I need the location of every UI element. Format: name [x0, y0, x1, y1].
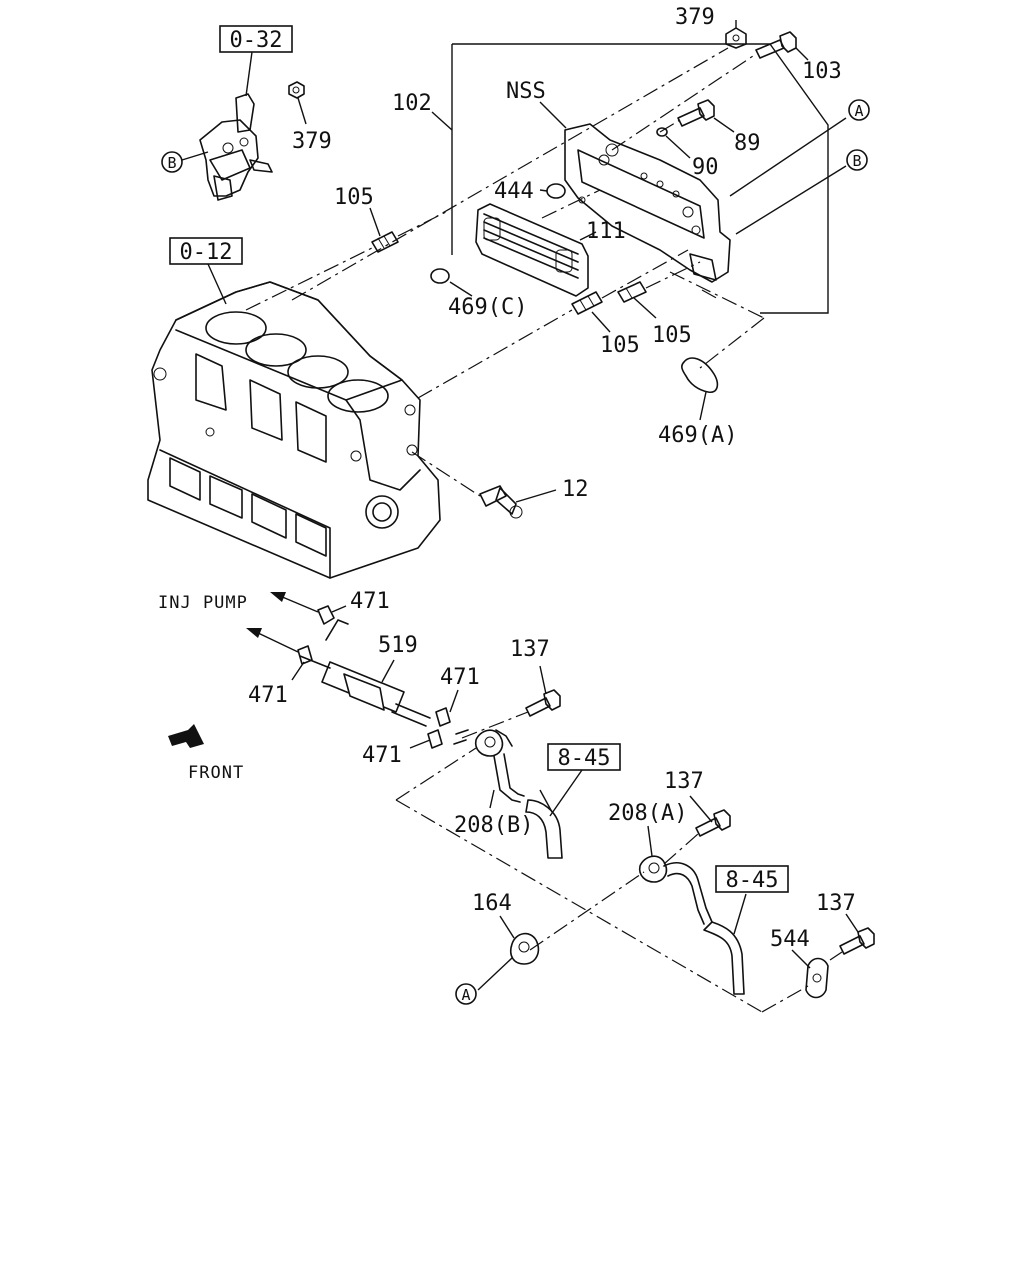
callout-103: 103 — [802, 59, 842, 84]
leader-lines — [181, 20, 859, 991]
callout-469a: 469(A) — [658, 423, 737, 448]
callout-471-top: 471 — [350, 589, 390, 614]
ref-circle-a-bottom-label: A — [461, 986, 470, 1004]
inj-pump-arrows — [246, 592, 319, 653]
note-inj-pump: INJ PUMP — [158, 593, 248, 613]
callout-105-mid: 105 — [600, 333, 640, 358]
bolt-89 — [677, 99, 715, 127]
cylinder-block — [147, 281, 441, 579]
callout-137-bottom: 137 — [816, 891, 856, 916]
stud-105-left — [371, 231, 399, 253]
thermostat-housing — [199, 93, 273, 201]
o-ring-469c — [430, 268, 450, 284]
assembly-lines — [245, 47, 843, 1013]
ref-circle-b-left-label: B — [167, 154, 176, 172]
callout-469c: 469(C) — [448, 295, 527, 320]
clip-471-bottom — [427, 729, 443, 749]
ref-box-0-32: 0-32 — [219, 25, 293, 53]
callout-519: 519 — [378, 633, 418, 658]
ref-circle-a-bottom: A — [455, 983, 477, 1005]
gasket-544 — [805, 957, 829, 999]
callout-471-bottom: 471 — [362, 743, 402, 768]
hose-845-upper — [525, 799, 563, 859]
callout-544: 544 — [770, 927, 810, 952]
ref-box-0-12: 0-12 — [169, 237, 243, 265]
hose-845-lower — [703, 921, 745, 995]
ref-box-0-32-label: 0-32 — [230, 28, 283, 53]
callout-102: 102 — [392, 91, 432, 116]
callout-471-left: 471 — [248, 683, 288, 708]
callout-90: 90 — [692, 155, 719, 180]
callout-444: 444 — [494, 179, 534, 204]
callout-137-top: 137 — [510, 637, 550, 662]
bolt-137-bottom — [839, 927, 875, 955]
frame-102 — [451, 43, 829, 314]
ref-circle-a-top-label: A — [854, 102, 863, 120]
callout-111: 111 — [586, 219, 626, 244]
drain-plug-12 — [479, 485, 523, 519]
gasket-164 — [509, 932, 540, 965]
callout-379-left: 379 — [292, 129, 332, 154]
callout-379-top: 379 — [675, 5, 715, 30]
ref-circle-b-top-label: B — [852, 152, 861, 170]
ref-box-8-45-lower: 8-45 — [715, 865, 789, 893]
pipe-208a — [638, 855, 713, 925]
hose-519 — [299, 619, 431, 727]
ref-circle-a-top: A — [848, 99, 870, 121]
callout-nss: NSS — [506, 79, 546, 104]
ref-box-8-45-upper-label: 8-45 — [558, 746, 611, 771]
callout-208b: 208(B) — [454, 813, 533, 838]
bolt-103 — [755, 31, 797, 59]
clip-471-top — [317, 605, 335, 625]
callout-164: 164 — [472, 891, 512, 916]
callout-471-right: 471 — [440, 665, 480, 690]
bolt-137-top — [525, 689, 561, 717]
nut-379-top — [725, 27, 747, 49]
callout-12: 12 — [562, 477, 589, 502]
washer-90 — [656, 127, 668, 137]
o-ring-444 — [546, 183, 566, 199]
note-front: FRONT — [188, 763, 244, 783]
ref-circle-b-top: B — [846, 149, 868, 171]
pipe-208b — [453, 729, 525, 803]
clip-471-left — [297, 645, 313, 665]
callout-105-right: 105 — [652, 323, 692, 348]
front-arrow-icon — [168, 724, 204, 748]
clip-471-right — [435, 707, 451, 727]
ref-circle-b-left: B — [161, 151, 183, 173]
ref-box-8-45-lower-label: 8-45 — [726, 868, 779, 893]
nut-379-left — [288, 81, 305, 99]
callout-105-left: 105 — [334, 185, 374, 210]
oil-cooler-element-111 — [475, 203, 589, 297]
gasket-469a — [681, 357, 719, 394]
ref-box-0-12-label: 0-12 — [180, 240, 233, 265]
callout-137-mid: 137 — [664, 769, 704, 794]
stud-105-right — [617, 281, 647, 303]
bolt-137-mid — [695, 809, 731, 837]
ref-box-8-45-upper: 8-45 — [547, 743, 621, 771]
stud-105-mid — [571, 291, 603, 315]
oil-cooler-cover — [564, 123, 731, 283]
callout-208a: 208(A) — [608, 801, 687, 826]
callout-89: 89 — [734, 131, 761, 156]
